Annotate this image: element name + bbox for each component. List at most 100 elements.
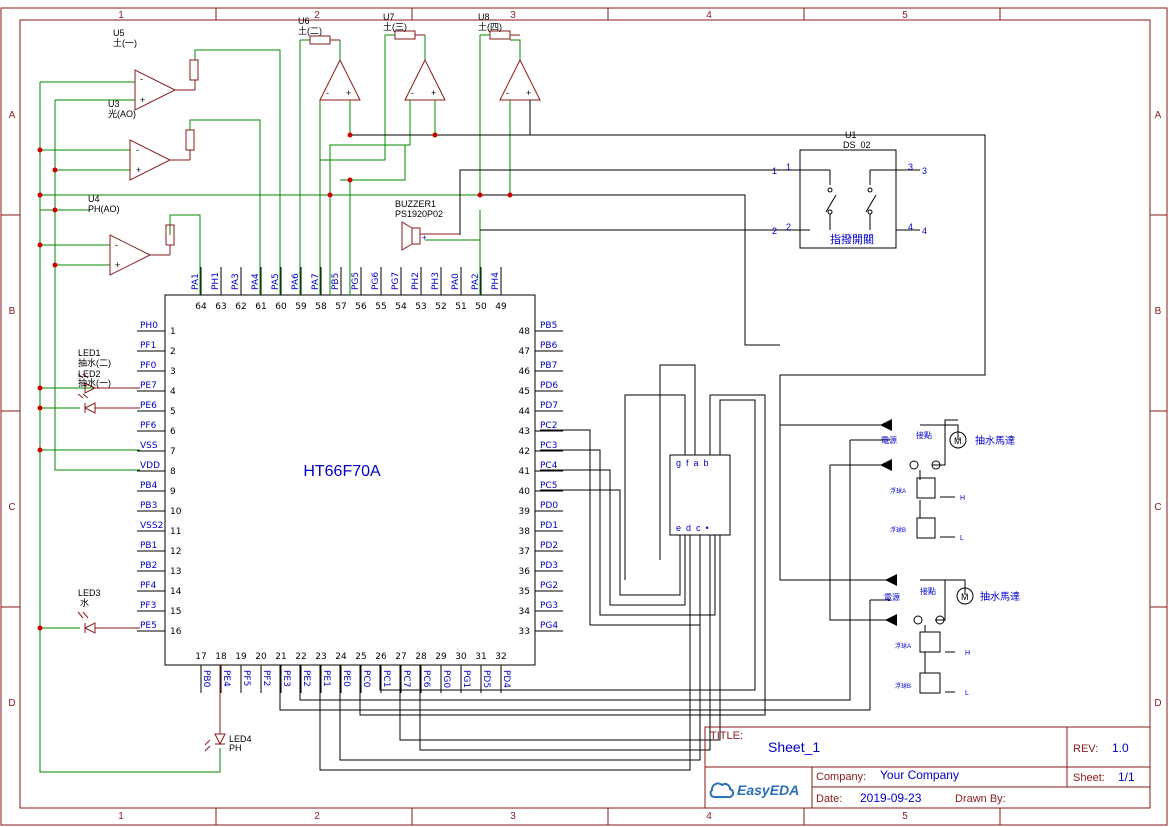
- pin-name-61: PA4: [251, 273, 261, 290]
- power1-label: 電源: [881, 436, 897, 445]
- pin-name-55: PG6: [371, 272, 381, 290]
- pin-num-27: 27: [395, 652, 406, 662]
- pin-name-64: PA1: [191, 273, 201, 290]
- pin-name-32: PD4: [501, 670, 511, 688]
- ic-part-name: HT66F70A: [303, 463, 381, 480]
- frame-col-1-top: 1: [118, 10, 124, 21]
- opamp-u6-plus: +: [346, 88, 351, 98]
- u1-name: 指撥開關: [830, 232, 874, 246]
- led1-symbol: [77, 373, 140, 394]
- pin-num-41: 41: [519, 467, 530, 477]
- opamp-u5: - +: [134, 59, 199, 111]
- frame-col-2-top: 2: [314, 10, 320, 21]
- u1-ref: U1: [845, 130, 857, 140]
- sw-pin-2-inner: 2: [786, 222, 791, 232]
- pin-name-30: PG1: [461, 670, 471, 688]
- pin-num-61: 61: [255, 302, 266, 312]
- frame-col-1-bottom: 1: [118, 811, 124, 822]
- u6-value: 土(二): [298, 25, 322, 36]
- pin-num-63: 63: [215, 302, 226, 312]
- date-value: 2019-09-23: [860, 791, 922, 805]
- frame-row-b-left: B: [9, 306, 16, 317]
- pin-name-39: PD0: [540, 501, 558, 511]
- buzzer-value: PS1920P02: [395, 209, 443, 219]
- pin-name-8: VDD: [140, 461, 160, 471]
- pin-num-18: 18: [215, 652, 227, 662]
- ic-body: [164, 294, 536, 666]
- motor1-symbol: M: [954, 436, 962, 446]
- pin-name-9: PB4: [140, 481, 158, 491]
- opamp-u7-plus: +: [431, 88, 436, 98]
- pin-num-64: 64: [195, 302, 207, 312]
- green-wires: [39, 34, 521, 773]
- pin-num-10: 10: [170, 507, 182, 517]
- pin-name-34: PG3: [540, 601, 558, 611]
- pin-num-36: 36: [519, 567, 531, 577]
- pin-name-12: PB1: [140, 541, 157, 551]
- easyeda-logo-text: EasyEDA: [737, 782, 799, 798]
- pin-num-4: 4: [170, 387, 176, 397]
- pin-num-22: 22: [295, 652, 306, 662]
- pin-num-2: 2: [170, 347, 176, 357]
- title-label: TITLE:: [710, 730, 743, 742]
- pin-name-17: PB0: [201, 670, 211, 688]
- pin-name-14: PF4: [140, 581, 157, 591]
- pin-num-43: 43: [519, 427, 530, 437]
- opamp-u5-plus: +: [140, 95, 145, 105]
- pin-num-39: 39: [519, 507, 531, 517]
- pin-num-34: 34: [519, 607, 531, 617]
- pin-num-62: 62: [235, 302, 246, 312]
- pin-name-20: PF2: [261, 670, 271, 686]
- pin-name-42: PC3: [540, 441, 557, 451]
- pin-num-16: 16: [170, 627, 182, 637]
- pin-num-37: 37: [519, 547, 530, 557]
- float-b2-label: 浮球B: [895, 682, 911, 690]
- dip-switch-u1: [780, 149, 920, 249]
- u7-value: 土(三): [383, 21, 407, 32]
- frame-col-4-top: 4: [706, 10, 712, 21]
- pin-name-58: PA7: [311, 273, 321, 290]
- pin-num-3: 3: [170, 367, 176, 377]
- opamp-u5-minus: -: [140, 74, 143, 84]
- u5-value: 土(一): [113, 37, 137, 48]
- led2-symbol: [77, 393, 140, 414]
- seven-segment-display: [669, 454, 731, 536]
- pin-name-26: PC1: [381, 670, 391, 687]
- pin-name-29: PG0: [441, 670, 451, 688]
- rev-value: 1.0: [1112, 741, 1129, 755]
- pin-num-30: 30: [455, 652, 467, 662]
- opamp-u7-minus: -: [411, 88, 414, 98]
- opamp-u4-plus: +: [115, 260, 120, 270]
- pin-name-22: PE2: [301, 670, 311, 687]
- opamp-u6: - +: [309, 35, 361, 101]
- pin-num-33: 33: [519, 627, 530, 637]
- pin-name-1: PH0: [140, 321, 158, 331]
- sw-pin-4-outer: 4: [922, 226, 927, 236]
- pin-num-49: 49: [495, 302, 507, 312]
- pin-name-24: PE0: [341, 670, 351, 687]
- pin-name-6: PF6: [140, 421, 157, 431]
- float-b1-label: 浮球B: [890, 526, 906, 534]
- pin-num-11: 11: [170, 527, 181, 537]
- pin-num-48: 48: [519, 327, 531, 337]
- pin-num-29: 29: [435, 652, 447, 662]
- pin-num-44: 44: [519, 407, 531, 417]
- sheet-value: 1/1: [1118, 770, 1135, 784]
- pin-name-41: PC4: [540, 461, 558, 471]
- pin-name-31: PD5: [481, 670, 491, 688]
- pin-name-25: PC0: [361, 670, 371, 688]
- level-l1: L: [960, 535, 964, 542]
- sw-pin-2-outer: 2: [772, 226, 777, 236]
- frame-row-c-left: C: [8, 502, 15, 513]
- drawn-by-label: Drawn By:: [955, 793, 1006, 805]
- pin-name-4: PE7: [140, 381, 157, 391]
- led2-ref: LED2: [78, 369, 101, 379]
- opamp-u3-minus: -: [136, 145, 139, 155]
- pin-num-56: 56: [355, 302, 367, 312]
- pin-num-53: 53: [415, 302, 426, 312]
- pin-name-53: PH2: [411, 272, 421, 290]
- pump-circuit-1: [880, 419, 967, 539]
- motor1-label: 抽水馬達: [975, 434, 1015, 447]
- pin-name-10: PB3: [140, 501, 157, 511]
- u5-ref: U5: [113, 28, 125, 38]
